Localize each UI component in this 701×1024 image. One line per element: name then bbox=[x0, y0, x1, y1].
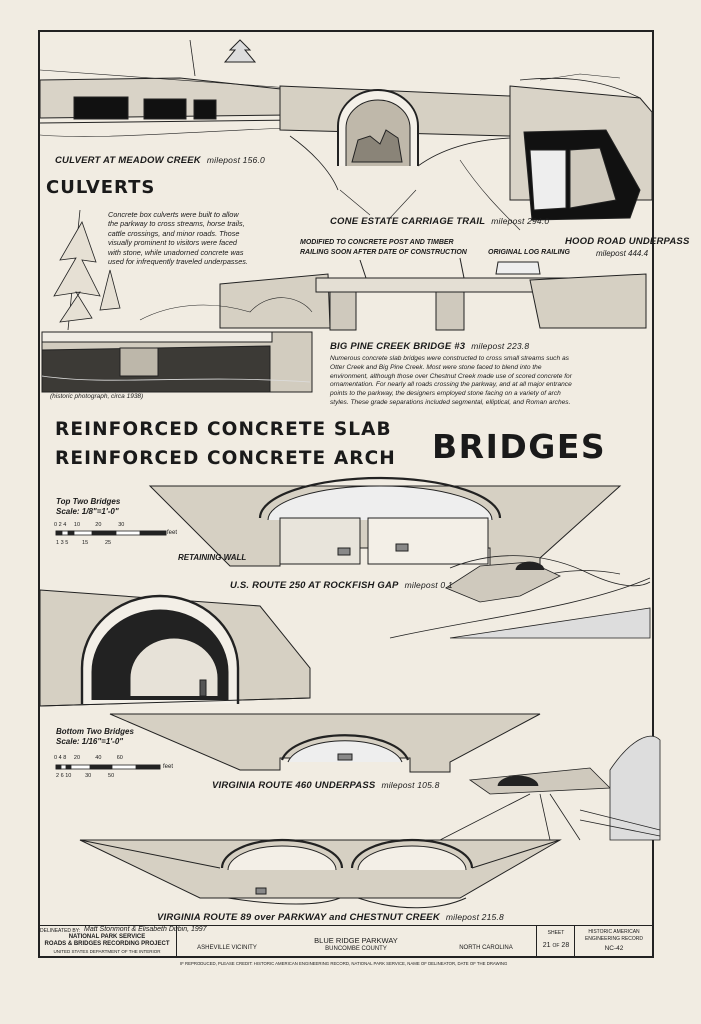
bottom-scale-label: Bottom Two Bridges Scale: 1/16"=1'-0" bbox=[56, 727, 134, 746]
big-pine-description: Numerous concrete slab bridges were cons… bbox=[330, 355, 572, 406]
top-scale-label: Top Two Bridges Scale: 1/8"=1'-0" bbox=[56, 497, 121, 516]
va460-perspective-sketch bbox=[439, 735, 661, 841]
va460-elevation bbox=[109, 713, 541, 773]
hood-road-underpass-sketch bbox=[459, 73, 653, 231]
us250-drawings bbox=[148, 476, 651, 639]
credit-line: IF REPRODUCED, PLEASE CREDIT: HISTORIC A… bbox=[180, 961, 508, 966]
us250-perspective-sketch bbox=[389, 555, 651, 639]
project-name: BLUE RIDGE PARKWAY bbox=[314, 936, 398, 945]
top-scale-ticks-bottom: 1 3 5 15 25 bbox=[56, 540, 112, 546]
historic-photo-caption: (historic photograph, circa 1938) bbox=[50, 393, 144, 400]
record-name: HISTORIC AMERICAN ENGINEERING RECORD bbox=[584, 929, 644, 942]
culvert-drawings bbox=[39, 39, 653, 231]
top-scale-ticks: 0 2 4 10 20 30 bbox=[54, 522, 125, 528]
cone-estate-arch-sketch bbox=[279, 85, 511, 219]
railing-modified-note: MODIFIED TO CONCRETE POST AND TIMBER RAI… bbox=[300, 239, 467, 256]
culverts-heading: CULVERTS bbox=[46, 177, 156, 198]
sheet-border bbox=[38, 30, 654, 958]
meadow-creek-culvert-sketch bbox=[39, 39, 301, 137]
vicinity: ASHEVILLE VICINITY bbox=[197, 945, 257, 951]
bridges-heading: BRIDGES bbox=[432, 427, 607, 466]
title-block: DELINEATED BY: Matt Stonmont & Elisabeth… bbox=[38, 925, 654, 958]
state: NORTH CAROLINA bbox=[459, 945, 513, 951]
bottom-scale-ticks-bottom: 2 6 10 30 50 bbox=[56, 773, 115, 779]
record-cell: HISTORIC AMERICAN ENGINEERING RECORD NC-… bbox=[574, 926, 652, 957]
top-scale-unit: feet bbox=[167, 530, 178, 536]
delineators: Matt Stonmont & Elisabeth Dubin, 1997 bbox=[84, 926, 207, 933]
sheet-number: 21 OF 28 bbox=[542, 942, 570, 949]
delineated-label: DELINEATED BY: bbox=[40, 928, 81, 934]
arch-perspective-sketch bbox=[39, 589, 311, 707]
hood-road-label: HOOD ROAD UNDERPASS bbox=[565, 236, 690, 247]
agency-block: NATIONAL PARK SERVICE ROADS & BRIDGES RE… bbox=[44, 934, 170, 954]
us250-elevation bbox=[148, 476, 622, 569]
vicinity-cell: ASHEVILLE VICINITY bbox=[176, 926, 276, 957]
tree-sketch bbox=[53, 209, 121, 331]
top-scale-bar bbox=[55, 530, 167, 536]
va89-elevation bbox=[79, 838, 562, 909]
retaining-wall-label: RETAINING WALL bbox=[178, 553, 247, 562]
record-number: NC-42 bbox=[604, 945, 624, 952]
sheet-label: SHEET bbox=[547, 930, 565, 936]
big-pine-drawings bbox=[41, 209, 647, 393]
bottom-scale-unit: feet bbox=[163, 764, 174, 770]
bottom-scale-ticks: 0 4 8 20 40 60 bbox=[54, 755, 123, 761]
slab-bridges-heading: REINFORCED CONCRETE SLAB REINFORCED CONC… bbox=[55, 419, 396, 469]
culverts-description: Concrete box culverts were built to allo… bbox=[108, 210, 248, 267]
sheet-cell: SHEET 21 OF 28 bbox=[536, 926, 574, 957]
original-railing-note: ORIGINAL LOG RAILING bbox=[488, 249, 570, 256]
historic-photo-sketch bbox=[41, 297, 313, 393]
project-cell: BLUE RIDGE PARKWAY BUNCOMBE COUNTY bbox=[276, 926, 436, 957]
va460-drawings bbox=[109, 713, 661, 841]
state-cell: NORTH CAROLINA bbox=[436, 926, 536, 957]
bottom-scale-bar bbox=[55, 764, 161, 770]
big-pine-elevation bbox=[219, 257, 647, 331]
hood-road-milepost: milepost 444.4 bbox=[596, 249, 649, 258]
county: BUNCOMBE COUNTY bbox=[325, 946, 387, 952]
va89-label: VIRGINIA ROUTE 89 over PARKWAY and CHEST… bbox=[157, 912, 504, 923]
